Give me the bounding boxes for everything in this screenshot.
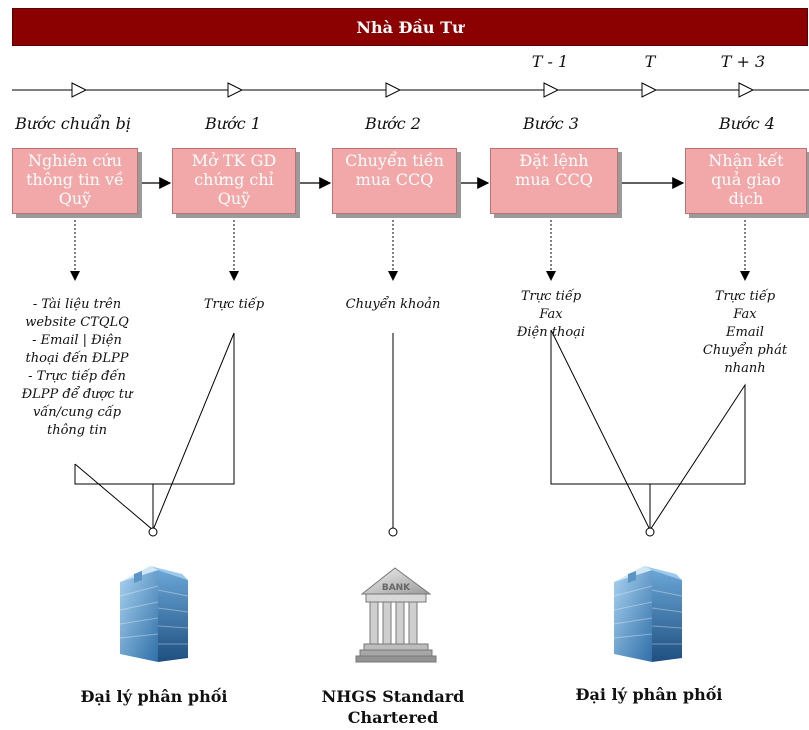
channels-preparation: - Tài liệu trên website CTQLQ - Email | …: [21, 297, 133, 438]
timeline-markers: [71, 82, 755, 98]
step-label-preparation: Bước chuẩn bị: [15, 114, 131, 133]
step-label-2: Bước 2: [365, 114, 421, 133]
step-box-place-order: Đặt lệnh mua CCQ: [490, 148, 618, 214]
step-label-1: Bước 1: [205, 114, 261, 133]
timeline-marker: [71, 82, 88, 98]
timeline-label-t-minus-1: T - 1: [531, 52, 569, 71]
entity-label-custodian-bank: NHGS Standard Chartered: [321, 687, 465, 727]
channels-step-4: Trực tiếp Fax Email Chuyển phát nhanh: [702, 289, 788, 376]
timeline-marker: [738, 82, 755, 98]
channels-step-1: Trực tiếp: [203, 297, 265, 312]
dotted-arrowhead: [546, 271, 556, 281]
entity-label-distributor-right: Đại lý phân phối: [575, 685, 723, 704]
dotted-arrowhead: [229, 271, 239, 281]
connector-right: [550, 329, 746, 532]
timeline-label-t: T: [644, 52, 656, 71]
step-box-transfer-money: Chuyển tiền mua CCQ: [332, 148, 457, 214]
channels-step-3: Trực tiếp Fax Điện thoại: [516, 289, 586, 340]
step-label-3: Bước 3: [523, 114, 579, 133]
timeline-marker: [641, 82, 658, 98]
entity-label-distributor-left: Đại lý phân phối: [80, 687, 228, 706]
junction-node: [645, 527, 655, 537]
step-box-receive-result: Nhận kết quả giao dịch: [685, 148, 807, 214]
step-box-research-fund: Nghiên cứu thông tin về Quỹ: [12, 148, 138, 214]
bank-icon: BANK: [355, 567, 437, 663]
investor-header: Nhà Đầu Tư: [12, 8, 808, 46]
timeline-label-t-plus-3: T + 3: [720, 52, 766, 71]
dotted-arrowhead: [388, 271, 398, 281]
junction-node: [148, 527, 158, 537]
step-box-open-account: Mở TK GD chứng chỉ Quỹ: [172, 148, 296, 214]
channels-step-2: Chuyển khoản: [345, 297, 441, 312]
timeline-marker: [227, 82, 244, 98]
office-building-icon: [613, 566, 683, 662]
connector-left: [74, 332, 235, 531]
office-building-icon: [119, 566, 189, 662]
svg-text:BANK: BANK: [382, 583, 411, 593]
header-title: Nhà Đầu Tư: [356, 17, 464, 37]
dotted-arrowhead: [740, 271, 750, 281]
dotted-arrowhead: [70, 271, 80, 281]
timeline-marker: [543, 82, 560, 98]
timeline-marker: [385, 82, 402, 98]
junction-node: [388, 527, 398, 537]
step-label-4: Bước 4: [719, 114, 775, 133]
